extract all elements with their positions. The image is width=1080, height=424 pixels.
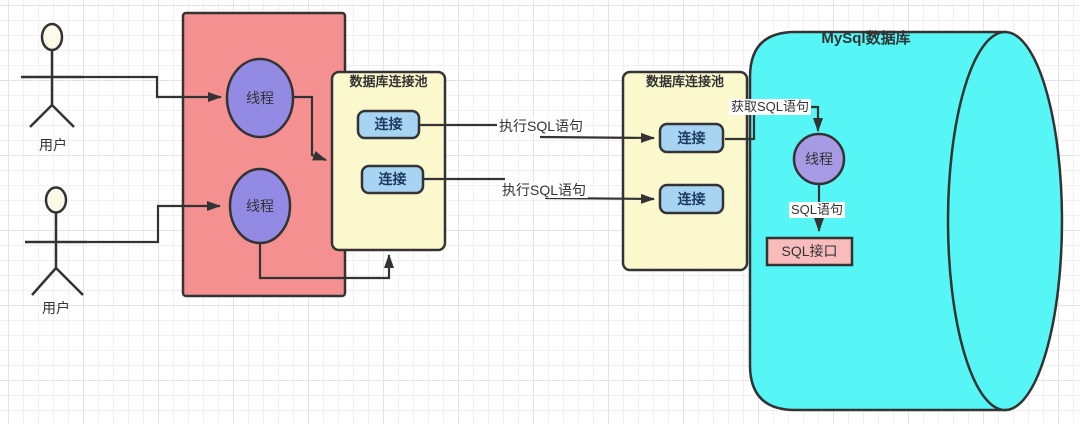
sql-statement-label: SQL语句 [789, 202, 846, 218]
client-connection-1-label: 连接 [374, 116, 403, 132]
execute-sql-bottom-label: 执行SQL语句 [500, 182, 589, 198]
client-pool-box [330, 70, 447, 252]
server-connection-2 [658, 183, 725, 215]
user-figure-2 [25, 186, 87, 296]
user2-leg-left [31, 267, 57, 296]
db-thread-label: 线程 [805, 151, 833, 167]
user1-leg-left [29, 104, 53, 128]
thread2-label: 线程 [246, 198, 274, 214]
arrow-user2-to-thread2 [87, 201, 221, 244]
user-figure-1 [21, 22, 83, 128]
sql-interface-label: SQL接口 [781, 243, 838, 259]
thread1-label: 线程 [246, 90, 274, 106]
arrow-thread2-to-client-pool [258, 243, 394, 280]
execute-sql-top-label: 执行SQL语句 [497, 118, 586, 134]
user2-leg-right [55, 267, 84, 296]
server-pool-title: 数据库连接池 [645, 74, 724, 89]
client-pool-title: 数据库连接池 [349, 74, 428, 89]
client-connection-2-label: 连接 [378, 171, 407, 187]
arrow-thread1-to-client-pool [292, 95, 327, 162]
fetch-sql-label: 获取SQL语句 [729, 99, 812, 115]
server-connection-1-label: 连接 [677, 130, 706, 146]
cylinder-end-cap [946, 30, 1064, 412]
user1-leg-right [51, 104, 75, 128]
user1-head [40, 22, 64, 52]
sql-interface-box [765, 236, 854, 267]
mysql-cylinder [748, 30, 1064, 412]
mysql-db-title: MySql数据库 [821, 30, 911, 47]
user1-label: 用户 [39, 137, 67, 153]
server-connection-1 [658, 122, 725, 154]
user2-label: 用户 [42, 300, 70, 316]
user2-head [44, 186, 68, 214]
server-pool-box [621, 70, 749, 272]
arrow-execute-sql-top [539, 132, 655, 143]
arrow-execute-sql-bottom [544, 193, 655, 204]
server-connection-2-label: 连接 [677, 191, 706, 207]
thread-container-box [181, 11, 347, 298]
arrow-user1-to-thread1 [83, 75, 222, 102]
